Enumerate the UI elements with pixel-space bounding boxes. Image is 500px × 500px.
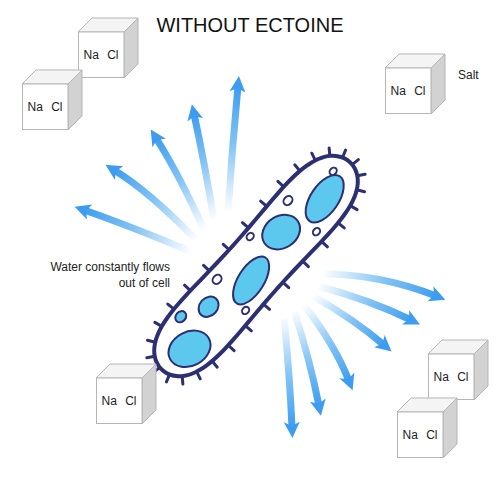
water-arrow	[318, 286, 411, 320]
salt-cube: Na Cl	[96, 364, 156, 424]
chemical-symbol: Na Cl	[83, 48, 118, 62]
granule	[311, 227, 321, 237]
water-arrow	[156, 138, 204, 230]
water-arrow	[228, 86, 238, 212]
granule	[241, 305, 251, 315]
granule	[211, 273, 224, 286]
water-arrow	[194, 114, 214, 220]
chemical-symbol: Na Cl	[390, 84, 425, 98]
water-arrow	[294, 310, 319, 406]
vacuole	[195, 293, 223, 321]
salt-cube: Na Cl	[385, 54, 445, 114]
chemical-symbol: Na Cl	[101, 394, 136, 408]
salt-cube: Na Cl	[397, 398, 457, 458]
salt-label: Salt	[458, 67, 479, 83]
water-arrow	[284, 316, 292, 428]
granule	[282, 194, 295, 207]
salt-cube: Na Cl	[78, 18, 138, 78]
cell-membrane	[138, 140, 374, 391]
vacuole	[298, 168, 351, 228]
vacuole	[226, 251, 277, 311]
diagram-title: WITHOUT ECTOINE	[0, 14, 500, 37]
chemical-symbol: Na Cl	[27, 100, 62, 114]
chemical-symbol: Na Cl	[433, 370, 468, 384]
vacuole	[256, 208, 307, 257]
vacuole	[162, 323, 217, 374]
chemical-symbol: Na Cl	[402, 428, 437, 442]
granule	[245, 231, 255, 241]
vacuole	[173, 309, 188, 325]
water-arrows	[84, 86, 436, 428]
water-arrow	[114, 170, 196, 240]
salt-cube: Na Cl	[428, 340, 488, 400]
salt-cube: Na Cl	[22, 70, 82, 130]
water-arrow	[84, 210, 192, 252]
granule	[328, 166, 338, 176]
note-label: Water constantly flows out of cell	[46, 259, 170, 291]
